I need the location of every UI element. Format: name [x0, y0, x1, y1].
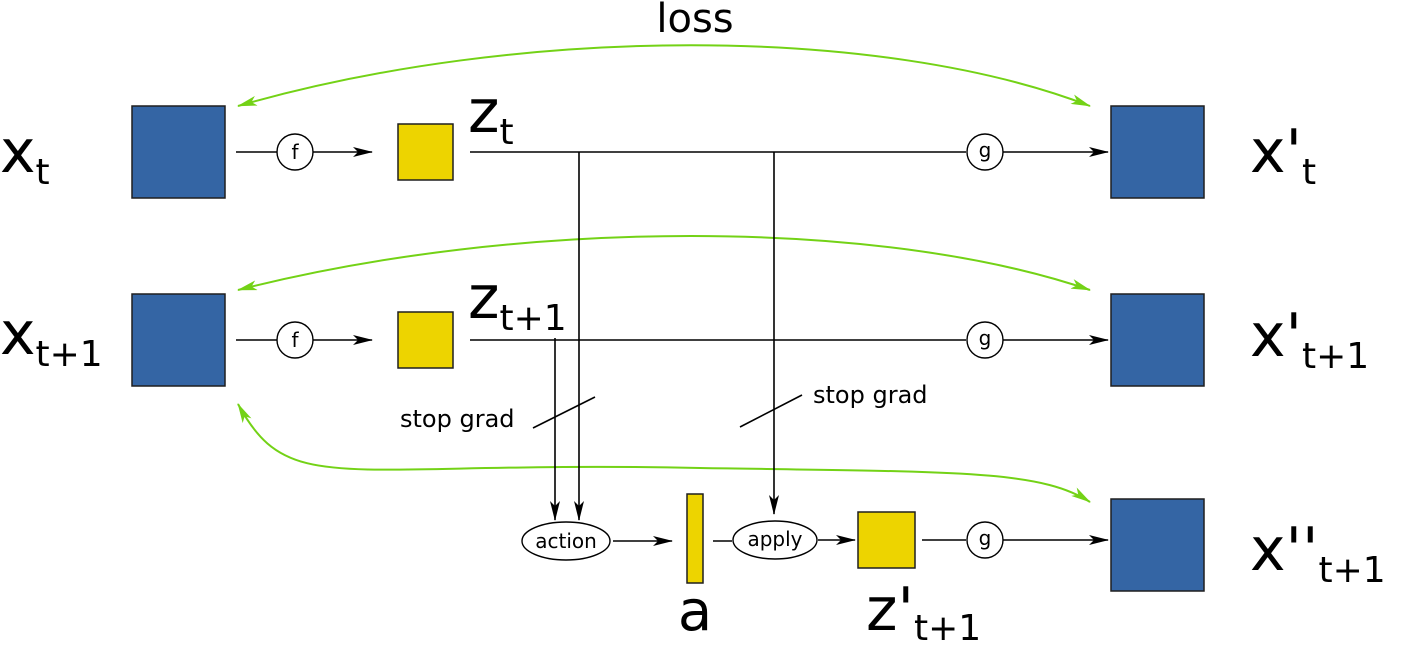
op-f-row2-label: f — [291, 328, 299, 352]
latent-z-t — [397, 123, 454, 181]
stop-grad-mark-right — [739, 394, 803, 428]
op-g-row1-label: g — [979, 138, 992, 162]
loss-label: loss — [656, 0, 733, 42]
loss-arrow-middle — [237, 235, 1091, 291]
action-vector-a — [686, 493, 704, 584]
op-f-row1-label: f — [291, 140, 299, 164]
output-image-x-prime-t — [1110, 105, 1205, 199]
latent-z-prime-t1 — [857, 511, 916, 569]
label-x-t: xt — [0, 117, 50, 193]
op-g-row3-label: g — [979, 526, 992, 550]
label-x-prime-t: x't — [1250, 117, 1316, 193]
input-image-x-t1 — [131, 293, 226, 387]
label-x-prime-t1: x't+1 — [1250, 301, 1369, 377]
op-apply-label: apply — [747, 527, 802, 551]
stop-grad-mark-left — [532, 396, 596, 429]
label-z-t1: zt+1 — [468, 263, 567, 339]
stop-grad-label-right: stop grad — [813, 381, 928, 409]
label-z-prime-t1: z't+1 — [866, 575, 981, 645]
output-image-x-prime-t1 — [1110, 293, 1205, 387]
latent-z-t1 — [397, 311, 454, 369]
label-z-t: zt — [468, 77, 514, 153]
stop-grad-label-left: stop grad — [400, 405, 515, 433]
op-action — [521, 521, 611, 561]
op-g-row2-label: g — [979, 326, 992, 350]
label-x-dprime-t1: x''t+1 — [1250, 515, 1386, 591]
loss-arrow-top — [237, 44, 1091, 107]
input-image-x-t — [131, 105, 226, 199]
op-apply — [732, 520, 818, 560]
label-x-t1: xt+1 — [0, 299, 103, 375]
op-action-label: action — [535, 529, 597, 553]
loss-arrow-bottom — [237, 403, 1091, 503]
label-a: a — [678, 579, 712, 644]
output-image-x-dprime-t1 — [1110, 498, 1205, 592]
